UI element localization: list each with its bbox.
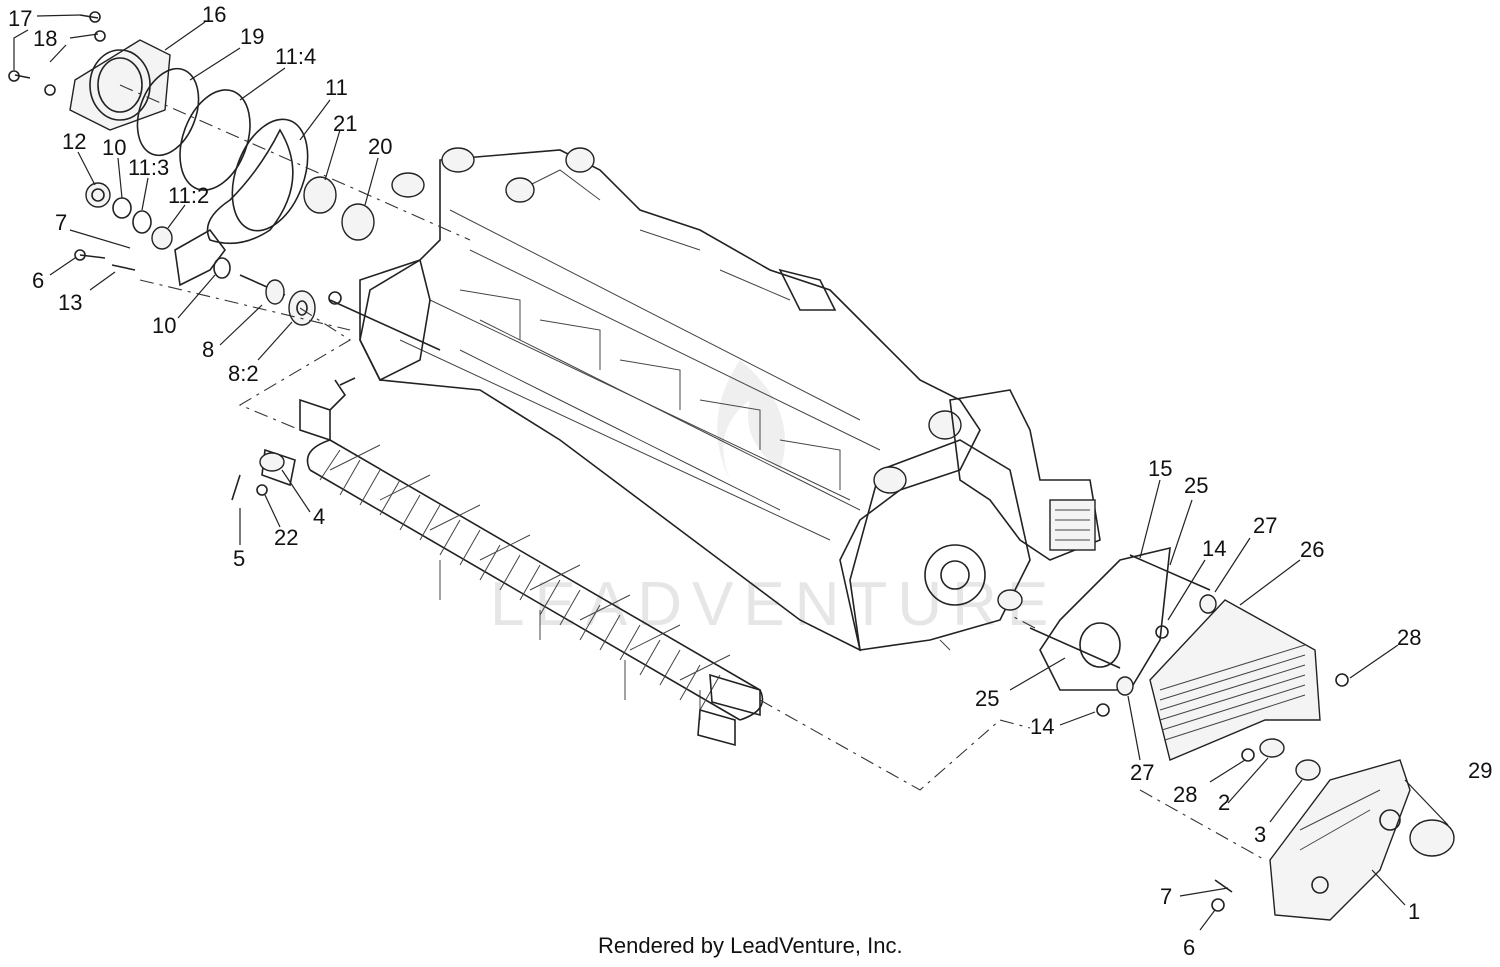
callout-19: 19: [240, 24, 264, 49]
callout-7b: 7: [1160, 884, 1172, 909]
callout-20: 20: [368, 134, 392, 159]
callout-29: 29: [1468, 758, 1492, 783]
callout-11-3: 11:3: [128, 155, 169, 180]
left-end-parts: [8, 11, 375, 501]
callout-12: 12: [62, 129, 86, 154]
footer-credit: Rendered by LeadVenture, Inc.: [598, 933, 903, 958]
callout-21: 21: [333, 111, 357, 136]
callout-17: 17: [8, 6, 32, 31]
watermark-text: LEADVENTURE: [490, 570, 1058, 639]
watermark-logo: [717, 360, 785, 480]
callout-22: 22: [274, 525, 298, 550]
callout-13: 13: [58, 290, 82, 315]
callout-27b: 27: [1130, 760, 1154, 785]
callout-7a: 7: [55, 210, 67, 235]
callout-labels: 17 16 18 19 11:4 11 21 20 12 10 11:3 11:…: [8, 2, 1492, 960]
callout-8-2: 8:2: [228, 361, 259, 386]
callout-10b: 10: [152, 313, 176, 338]
leader-lines: [13, 14, 1449, 931]
callout-5: 5: [233, 546, 245, 571]
callout-28a: 28: [1397, 625, 1421, 650]
callout-11-2: 11:2: [168, 183, 209, 208]
callout-25b: 25: [975, 686, 999, 711]
callout-16: 16: [202, 2, 226, 27]
callout-27a: 27: [1253, 513, 1277, 538]
callout-26: 26: [1300, 537, 1324, 562]
callout-6a: 6: [32, 268, 44, 293]
callout-1: 1: [1408, 899, 1420, 924]
callout-11: 11: [325, 75, 348, 100]
callout-14a: 14: [1202, 536, 1226, 561]
reel-assembly: [261, 398, 764, 747]
phantom-lines: [119, 84, 1266, 861]
callout-3: 3: [1254, 822, 1266, 847]
callout-14b: 14: [1030, 714, 1054, 739]
callout-11-4: 11:4: [275, 44, 316, 69]
callout-15: 15: [1148, 456, 1172, 481]
callout-8: 8: [202, 337, 214, 362]
callout-6b: 6: [1183, 935, 1195, 960]
callout-25a: 25: [1184, 473, 1208, 498]
callout-28b: 28: [1173, 782, 1197, 807]
frame-bearing-blocks: [391, 147, 962, 494]
callout-4: 4: [313, 504, 325, 529]
callout-2: 2: [1218, 790, 1230, 815]
right-end-parts: [1029, 546, 1455, 921]
callout-10a: 10: [102, 135, 126, 160]
cutting-unit-frame: [328, 147, 1101, 720]
callout-18: 18: [33, 26, 57, 51]
